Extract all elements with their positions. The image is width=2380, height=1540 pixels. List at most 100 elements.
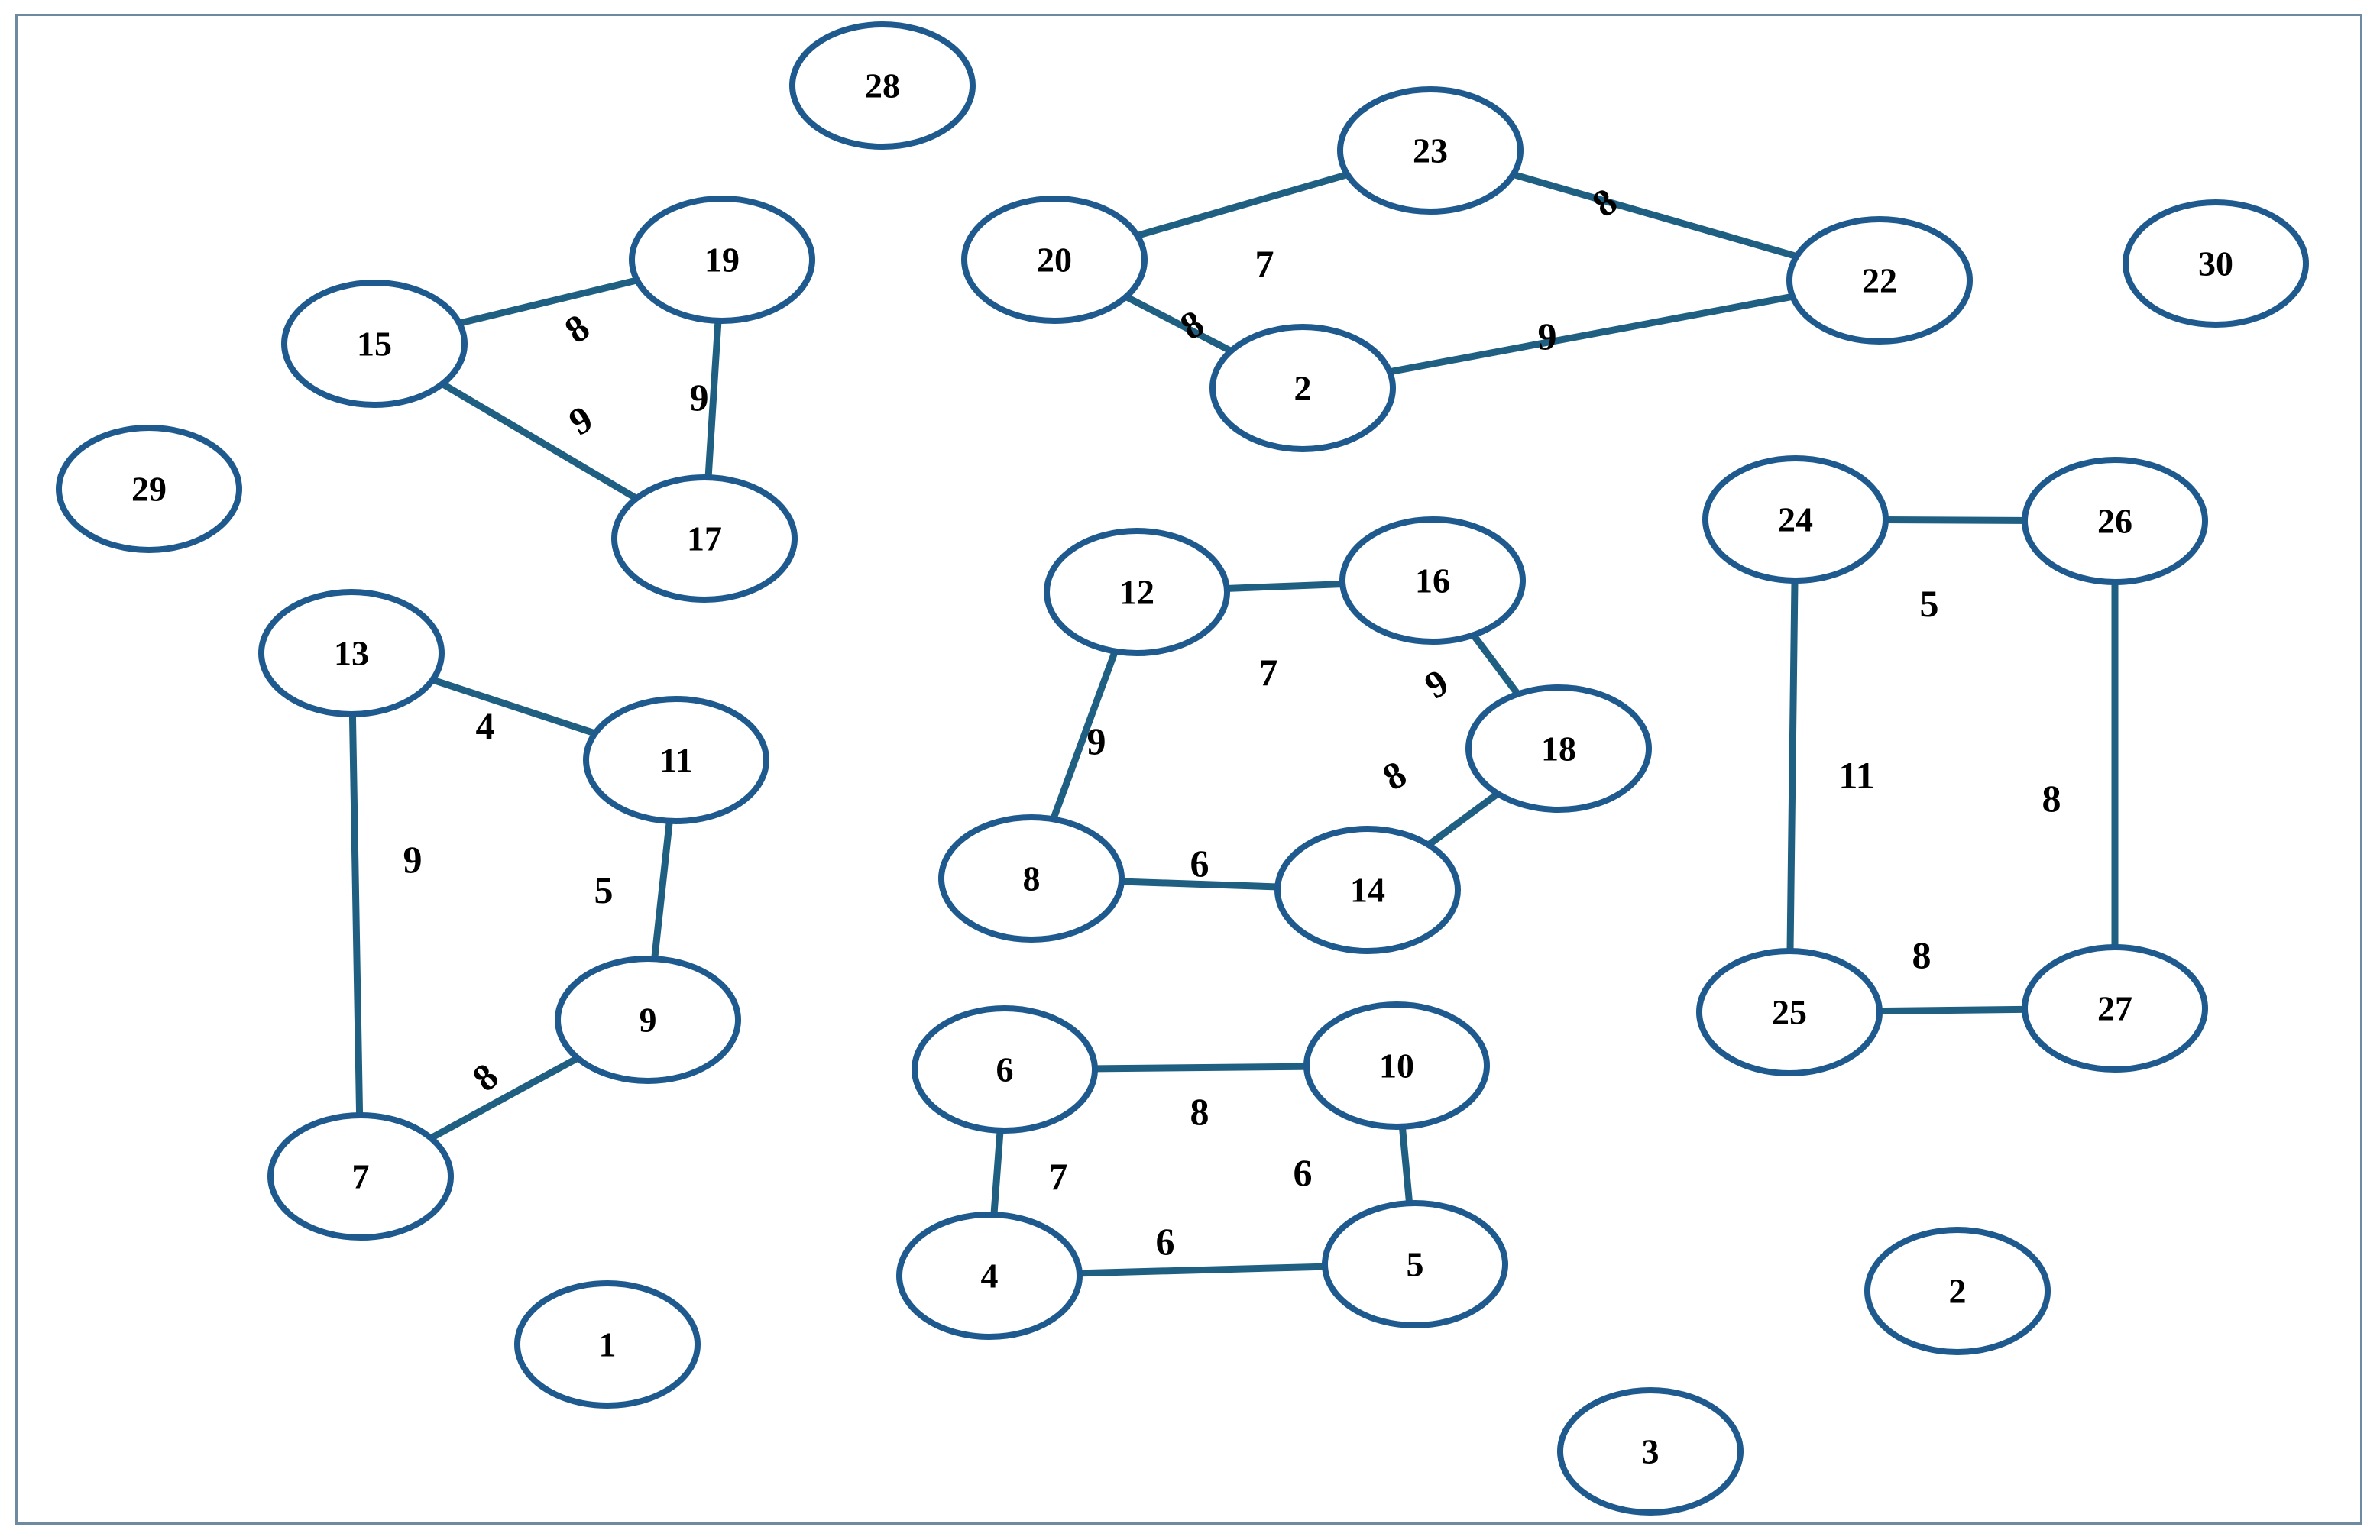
edge-weight-label: 7 <box>1049 1155 1068 1198</box>
node-label: 2 <box>1294 369 1312 408</box>
edge-weight-label: 8 <box>464 1055 506 1100</box>
node-ellipse <box>1557 1387 1744 1516</box>
node-n15: 15 <box>281 280 468 408</box>
node-ellipse <box>56 425 242 553</box>
node-ellipse <box>267 1112 454 1241</box>
node-ellipse <box>938 814 1125 943</box>
edge-weight-label: 7 <box>1259 651 1278 694</box>
node-n24: 24 <box>1702 455 1889 584</box>
node-label: 30 <box>2198 244 2233 283</box>
node-n7: 7 <box>267 1112 454 1241</box>
node-label: 29 <box>131 470 167 509</box>
node-ellipse <box>629 196 815 324</box>
edge-weight-label: 4 <box>476 704 495 747</box>
node-n13: 13 <box>258 589 445 717</box>
node-label: 19 <box>704 241 740 280</box>
node-n27: 27 <box>2022 944 2208 1072</box>
edge-weight-label: 9 <box>1538 315 1557 358</box>
node-n1: 1 <box>514 1280 701 1409</box>
node-label: 23 <box>1413 131 1448 170</box>
node-label: 17 <box>687 519 722 558</box>
node-ellipse <box>1465 684 1652 813</box>
edge-weight-label: 7 <box>1255 242 1274 285</box>
node-ellipse <box>1702 455 1889 584</box>
edge-weight-label: 11 <box>1838 754 1874 797</box>
node-n2b: 2 <box>1864 1227 2051 1355</box>
edge-weight-label: 5 <box>594 869 614 911</box>
node-ellipse <box>1337 86 1524 215</box>
node-label: 11 <box>659 741 692 780</box>
node-ellipse <box>789 21 976 150</box>
node-label: 2 <box>1949 1272 1967 1311</box>
node-n17: 17 <box>611 474 798 603</box>
edge-weight-label: 5 <box>1920 582 1939 625</box>
node-n28: 28 <box>789 21 976 150</box>
node-label: 7 <box>352 1157 370 1196</box>
node-label: 28 <box>865 66 900 105</box>
node-label: 14 <box>1350 871 1385 910</box>
node-label: 9 <box>640 1001 657 1040</box>
node-ellipse <box>2123 199 2309 328</box>
edge-weight-label: 8 <box>1912 933 1932 976</box>
node-n30: 30 <box>2123 199 2309 328</box>
edge-weight-label: 6 <box>1190 842 1209 885</box>
node-n12: 12 <box>1044 528 1230 656</box>
node-label: 13 <box>334 634 369 673</box>
node-n10: 10 <box>1303 1001 1490 1130</box>
node-ellipse <box>258 589 445 717</box>
node-label: 4 <box>981 1257 999 1296</box>
node-ellipse <box>583 696 769 824</box>
edge-weight-label: 8 <box>1190 1090 1209 1133</box>
node-n14: 14 <box>1274 826 1461 954</box>
node-ellipse <box>1209 324 1396 452</box>
node-ellipse <box>896 1212 1083 1340</box>
node-ellipse <box>281 280 468 408</box>
node-ellipse <box>555 956 741 1084</box>
node-label: 20 <box>1037 241 1072 280</box>
node-label: 26 <box>2097 502 2132 541</box>
node-ellipse <box>611 474 798 603</box>
edge-weight-label: 6 <box>1156 1220 1175 1263</box>
edge-weight-label: 9 <box>562 397 600 444</box>
edge-n13-n7 <box>348 652 364 1177</box>
edge-weight-label: 9 <box>1087 720 1106 762</box>
node-ellipse <box>2022 944 2208 1072</box>
node-ellipse <box>1696 948 1883 1076</box>
node-n22: 22 <box>1786 216 1973 345</box>
node-n5: 5 <box>1322 1200 1508 1328</box>
node-n4: 4 <box>896 1212 1083 1340</box>
node-label: 27 <box>2097 989 2132 1028</box>
node-ellipse <box>1274 826 1461 954</box>
node-n23: 23 <box>1337 86 1524 215</box>
node-n11: 11 <box>583 696 769 824</box>
node-n9: 9 <box>555 956 741 1084</box>
node-label: 1 <box>599 1325 617 1364</box>
edge-n2a-n22 <box>1302 277 1880 392</box>
node-ellipse <box>2022 457 2208 585</box>
edge-weight-label: 9 <box>403 838 423 881</box>
edge-weight-label: 6 <box>1294 1151 1313 1194</box>
node-label: 24 <box>1778 500 1813 539</box>
node-label: 6 <box>996 1050 1014 1089</box>
node-n25: 25 <box>1696 948 1883 1076</box>
edge-weight-label: 8 <box>2042 777 2061 820</box>
node-label: 18 <box>1541 730 1576 768</box>
node-label: 16 <box>1415 561 1450 600</box>
node-ellipse <box>1044 528 1230 656</box>
node-n16: 16 <box>1339 516 1526 645</box>
node-n2a: 2 <box>1209 324 1396 452</box>
node-label: 8 <box>1023 859 1041 898</box>
node-label: 5 <box>1407 1245 1424 1284</box>
node-ellipse <box>1864 1227 2051 1355</box>
node-label: 3 <box>1642 1432 1660 1471</box>
node-ellipse <box>1303 1001 1490 1130</box>
node-n26: 26 <box>2022 457 2208 585</box>
node-label: 25 <box>1772 993 1807 1032</box>
edge-n24-n25 <box>1786 519 1799 1013</box>
edge-weight-label: 8 <box>1375 752 1413 799</box>
node-n3: 3 <box>1557 1387 1744 1516</box>
node-n18: 18 <box>1465 684 1652 813</box>
edge-weight-label: 9 <box>690 376 709 419</box>
